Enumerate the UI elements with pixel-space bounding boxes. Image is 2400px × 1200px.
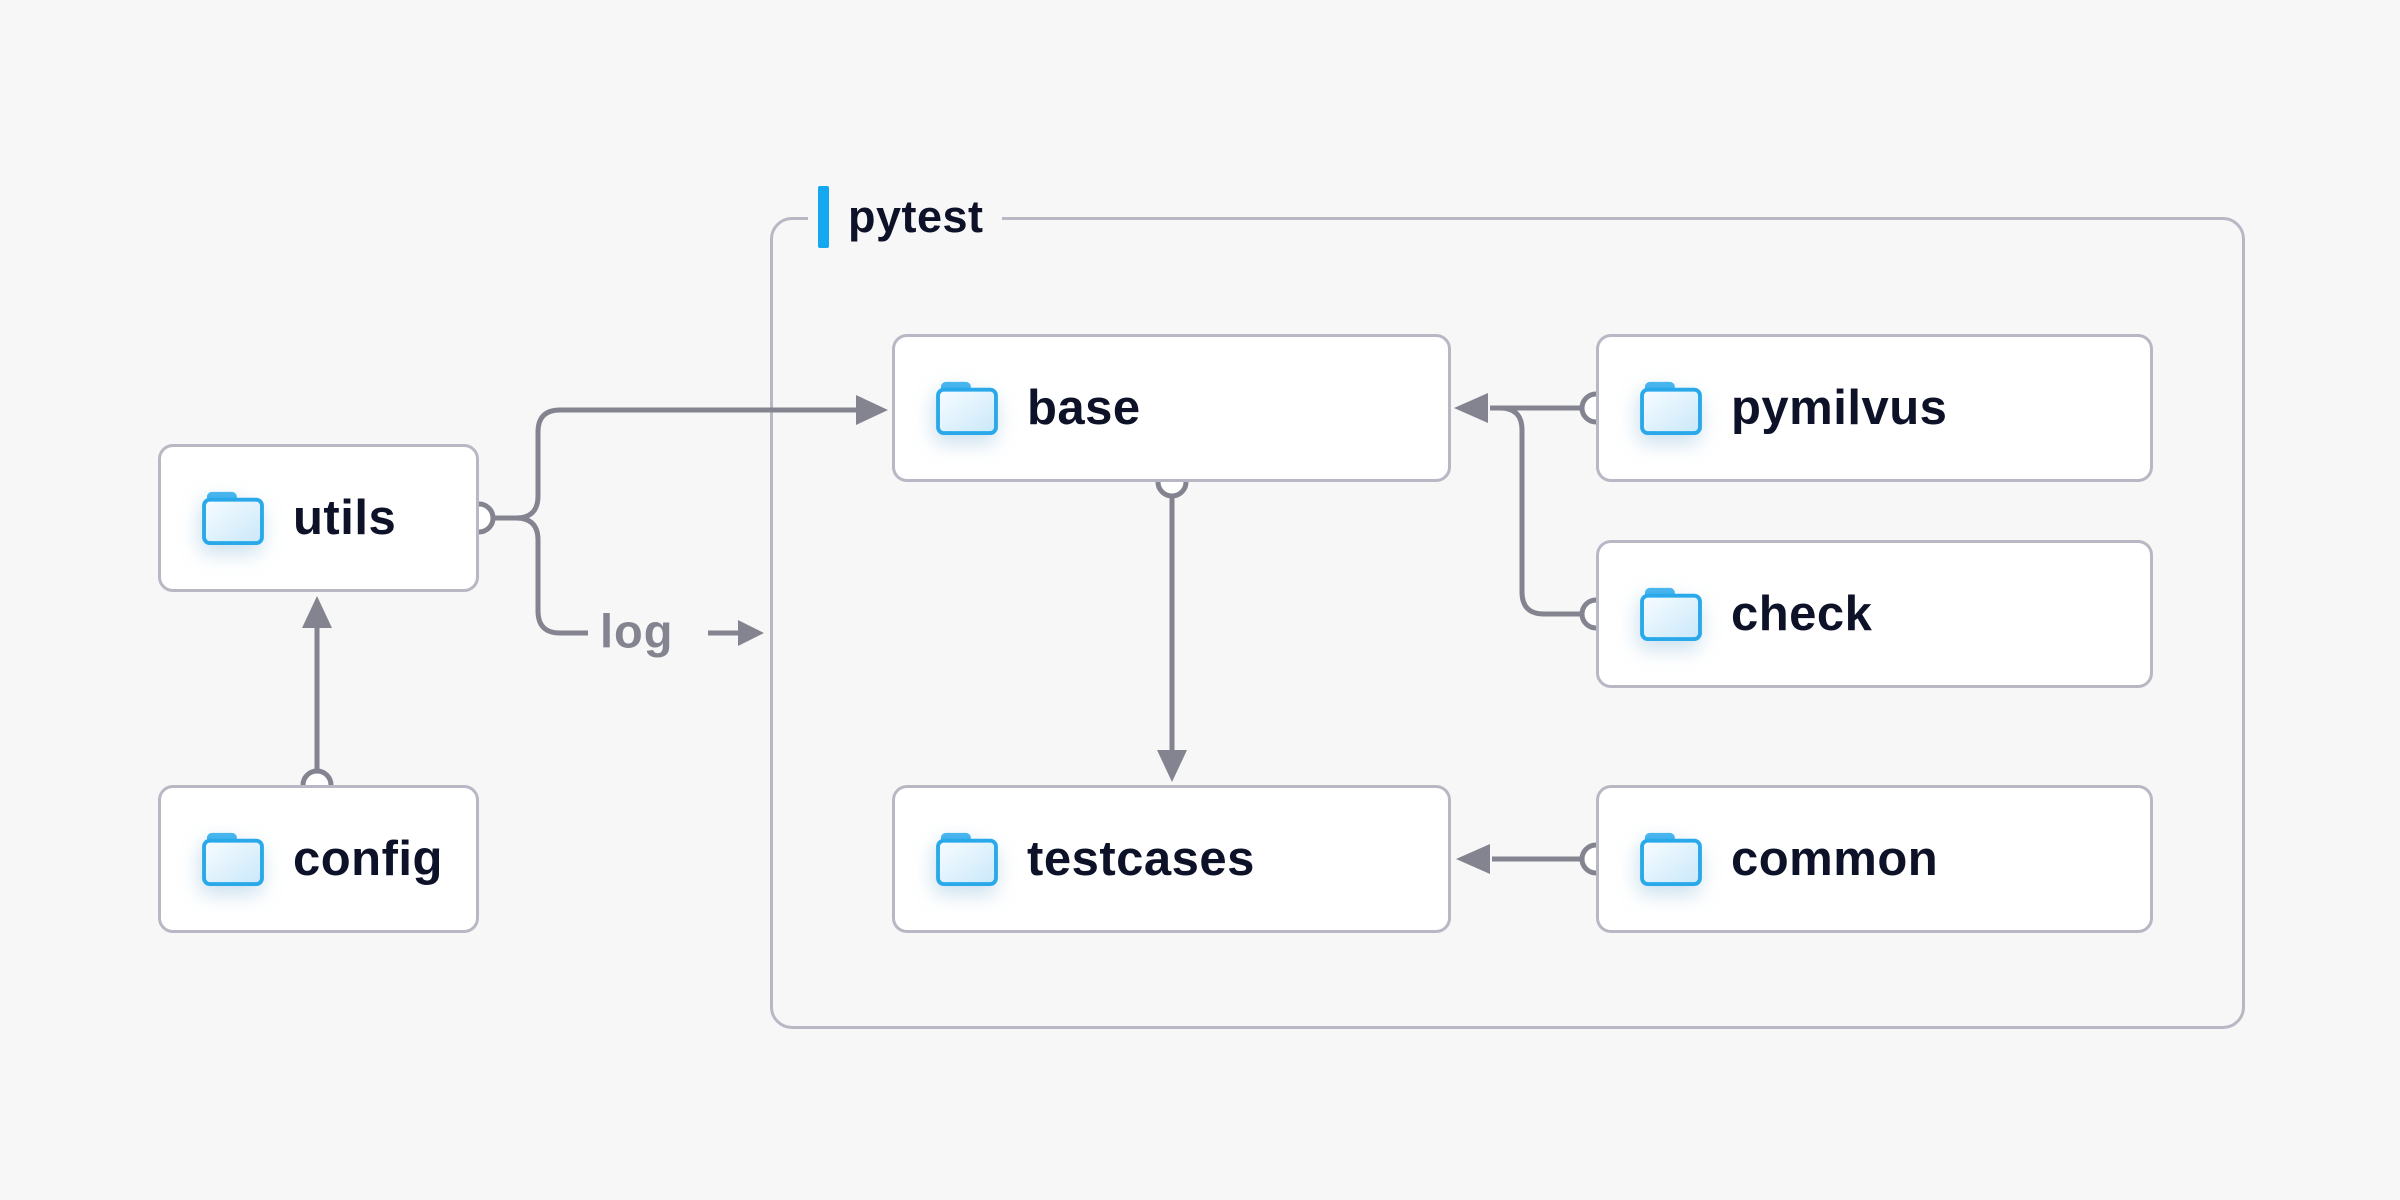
edge-utils-log [493,515,764,646]
node-label: check [1731,587,1873,641]
pytest-group-label: pytest [808,180,1002,254]
group-title: pytest [848,191,984,242]
folder-icon [201,831,265,887]
node-check: check [1596,540,2153,688]
edge-check-base [1492,405,1582,617]
folder-icon [1639,831,1703,887]
node-common: common [1596,785,2153,933]
node-label: base [1027,381,1141,435]
node-label: utils [293,491,397,545]
node-label: common [1731,832,1939,886]
folder-icon [935,380,999,436]
node-testcases: testcases [892,785,1451,933]
edge-config-utils [300,596,334,802]
node-label: testcases [1027,832,1255,886]
edge-common-testcases [1456,842,1613,876]
edge-base-testcases [1155,465,1189,782]
pytest-group-box [770,217,2245,1029]
folder-icon [935,831,999,887]
node-config: config [158,785,479,933]
node-pymilvus: pymilvus [1596,334,2153,482]
folder-icon [1639,586,1703,642]
accent-bar-icon [818,186,829,248]
edge-utils-base [493,395,888,521]
node-base: base [892,334,1451,482]
folder-icon [1639,380,1703,436]
folder-icon [201,490,265,546]
node-label: config [293,832,443,886]
node-label: pymilvus [1731,381,1948,435]
node-utils: utils [158,444,479,592]
edge-pymilvus-base [1454,393,1582,423]
edge-label-log: log [600,604,674,658]
